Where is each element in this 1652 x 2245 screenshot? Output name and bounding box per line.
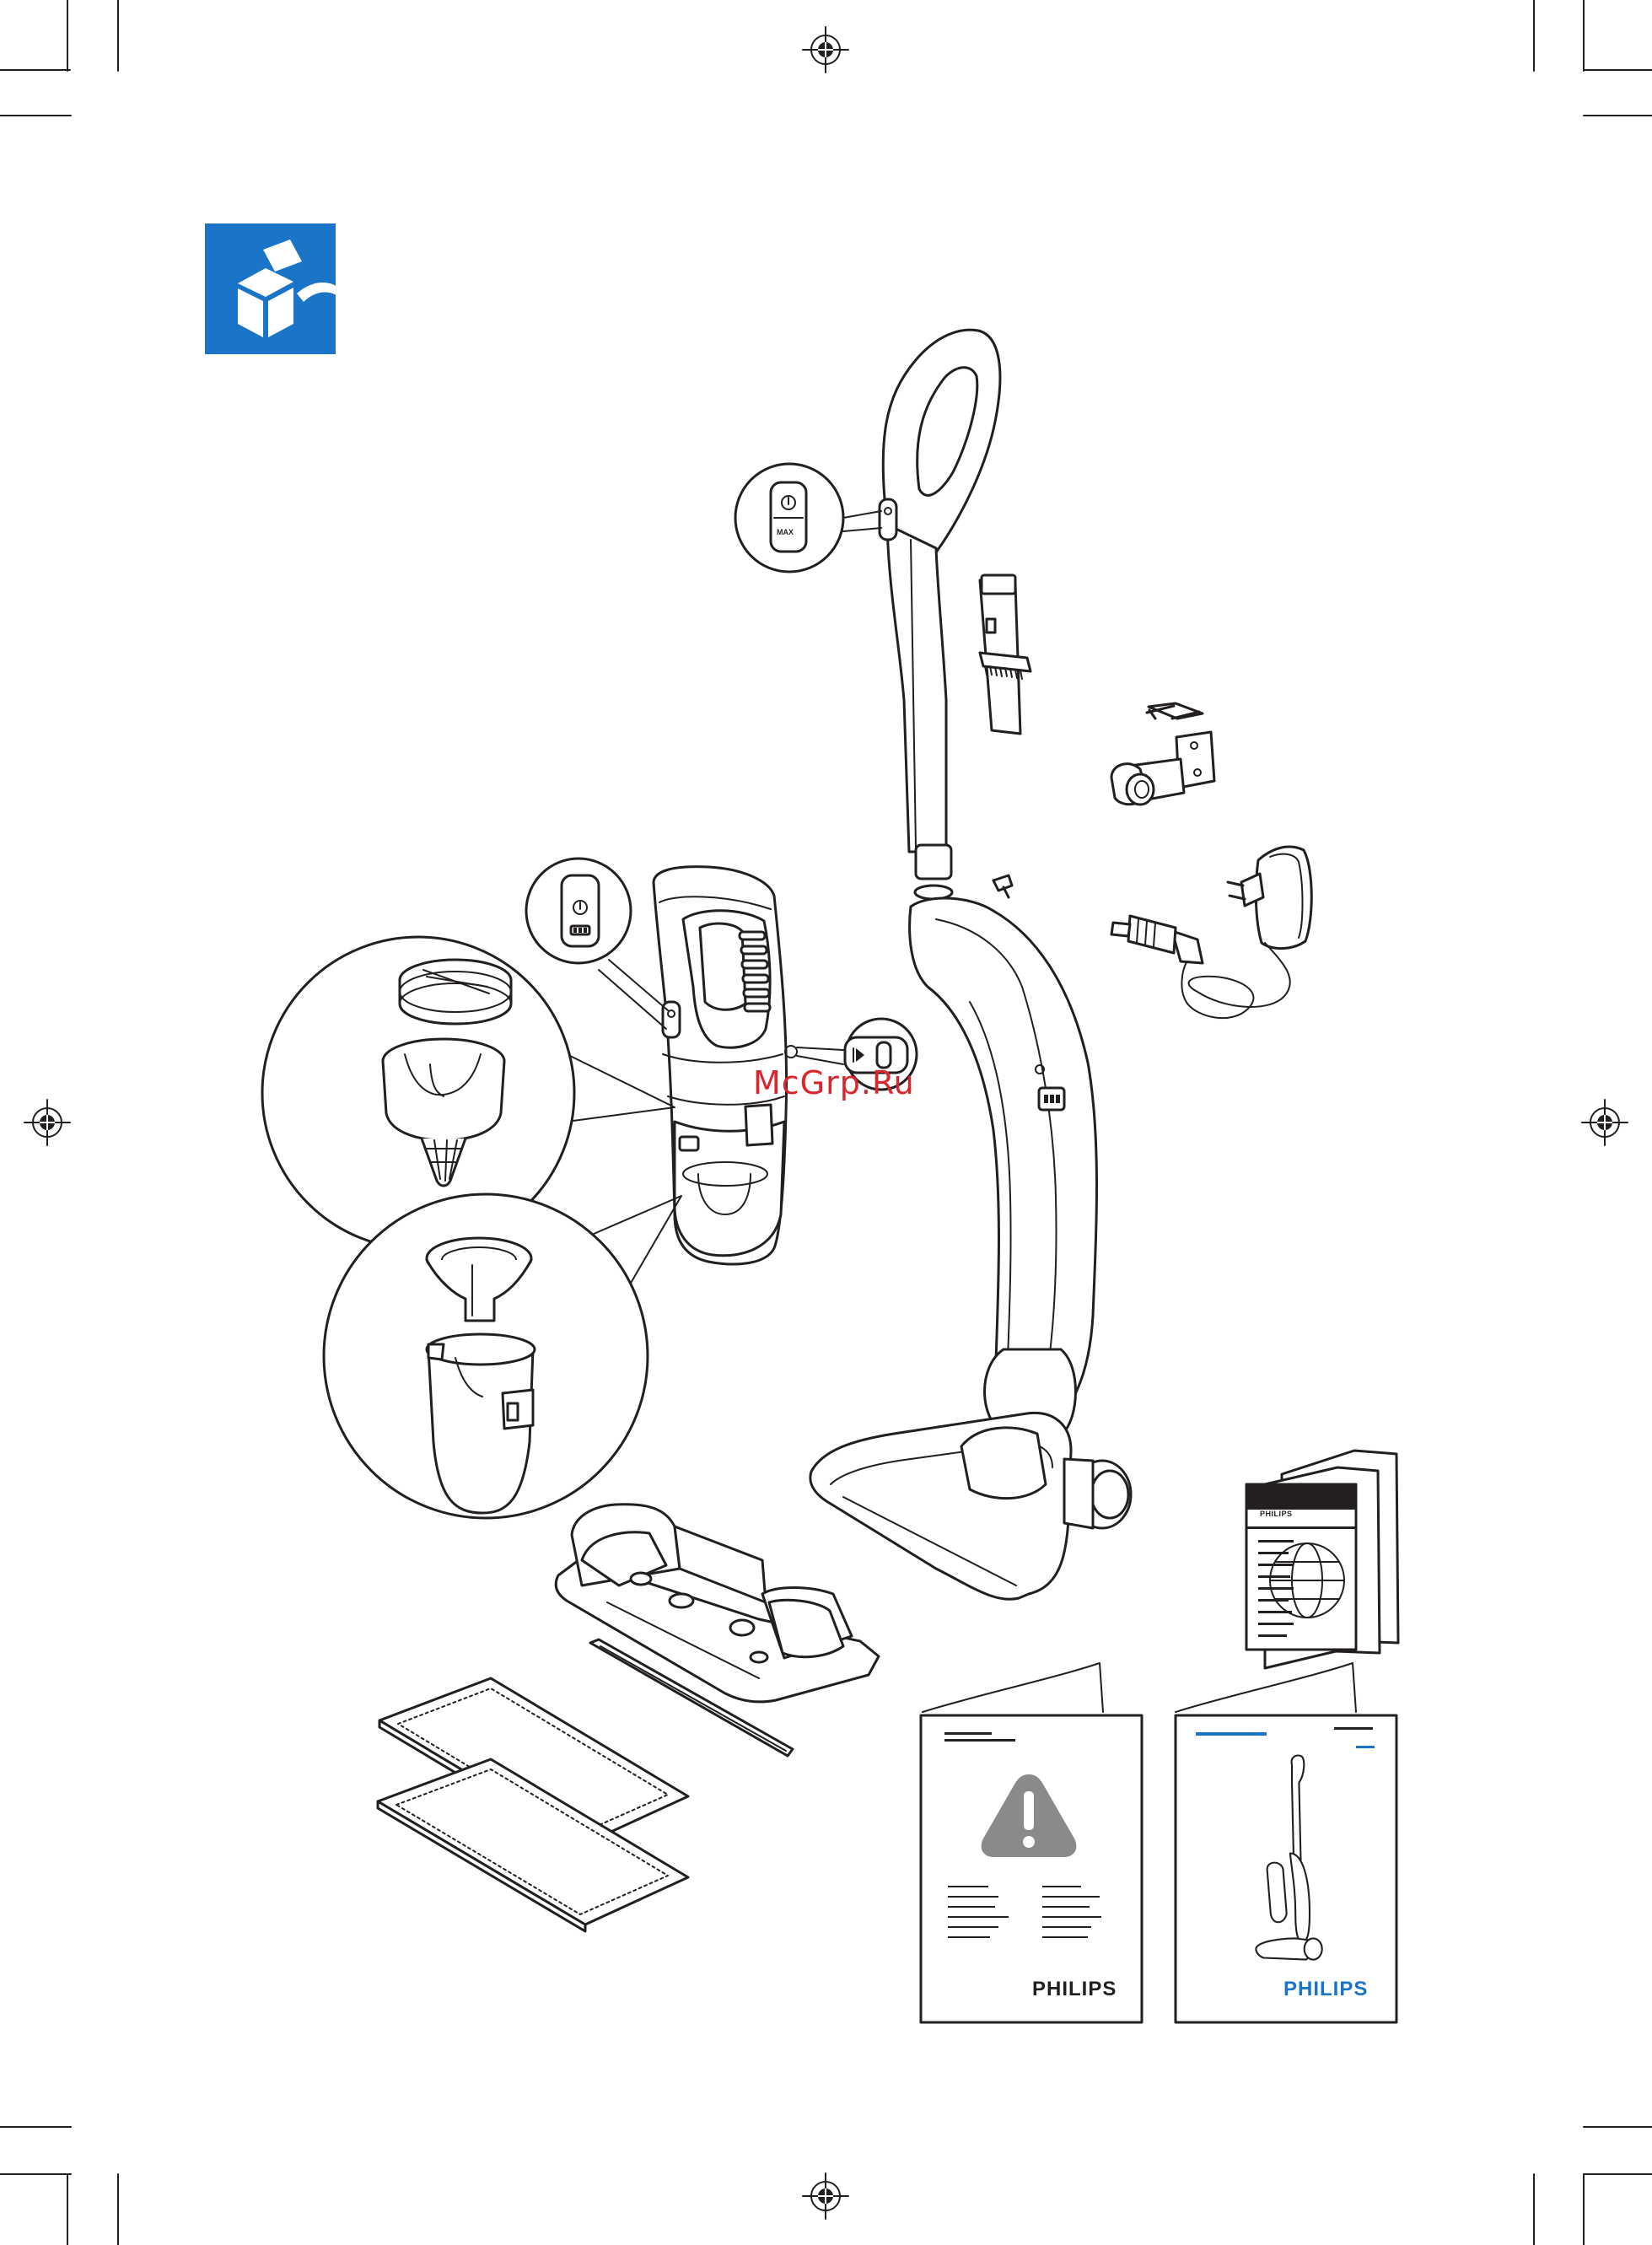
microfiber-pads	[378, 1678, 688, 1931]
charger-adapter	[1111, 847, 1311, 1018]
handle-button-callout: MAX	[735, 464, 881, 572]
box-unpack-icon	[205, 223, 358, 354]
dust-cup-callout	[324, 1194, 681, 1518]
user-manual-booklet: PHILIPS	[1176, 1663, 1396, 2022]
screw	[993, 875, 1012, 897]
charging-base	[556, 1505, 879, 1702]
max-label: MAX	[777, 528, 794, 536]
crevice-tool	[980, 575, 1030, 734]
safety-brand: PHILIPS	[1032, 1978, 1117, 2000]
safety-booklet: PHILIPS	[921, 1663, 1142, 2022]
stick-vacuum-illustration	[810, 330, 1131, 1599]
wall-bracket	[1111, 703, 1214, 805]
manual-brand: PHILIPS	[1283, 1978, 1368, 2000]
leaflet-stack: PHILIPS	[1246, 1451, 1398, 1668]
watermark: McGrp.Ru	[753, 1064, 915, 1101]
leaflet-brand: PHILIPS	[1260, 1510, 1293, 1518]
